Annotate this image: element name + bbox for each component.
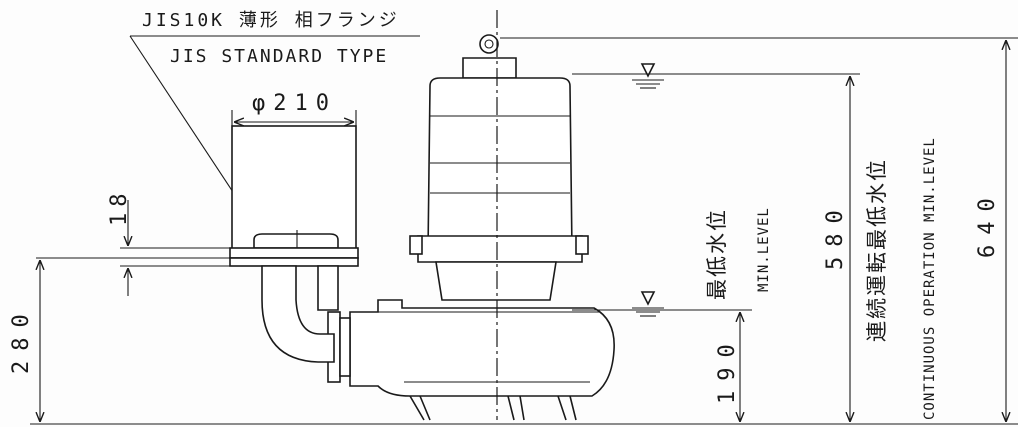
dim-580: 580 bbox=[823, 200, 848, 270]
water-level-symbol-top bbox=[632, 63, 664, 89]
flange-note-en: JIS STANDARD TYPE bbox=[170, 46, 388, 67]
min-level-jp: 最低水位 bbox=[705, 208, 729, 300]
continuous-min-level-jp: 連続運転最低水位 bbox=[865, 158, 889, 342]
dim-diameter-210: φ210 bbox=[252, 91, 337, 116]
flange-note-jp: JIS10K 薄形 相フランジ bbox=[142, 10, 400, 31]
pump-casing bbox=[327, 299, 615, 421]
dim-280: 280 bbox=[9, 304, 34, 374]
min-level-en: MIN.LEVEL bbox=[756, 207, 772, 292]
dim-18: 18 bbox=[107, 188, 132, 227]
dim-640: 640 bbox=[975, 188, 1000, 258]
continuous-min-level-en: CONTINUOUS OPERATION MIN.LEVEL bbox=[922, 137, 938, 420]
extension-lines bbox=[30, 37, 1018, 425]
dim-190: 190 bbox=[715, 334, 740, 404]
dimension-lines bbox=[40, 40, 1006, 422]
discharge-pipe bbox=[229, 125, 359, 363]
water-level-symbol-bottom bbox=[632, 291, 664, 317]
pump-motor bbox=[409, 34, 589, 301]
